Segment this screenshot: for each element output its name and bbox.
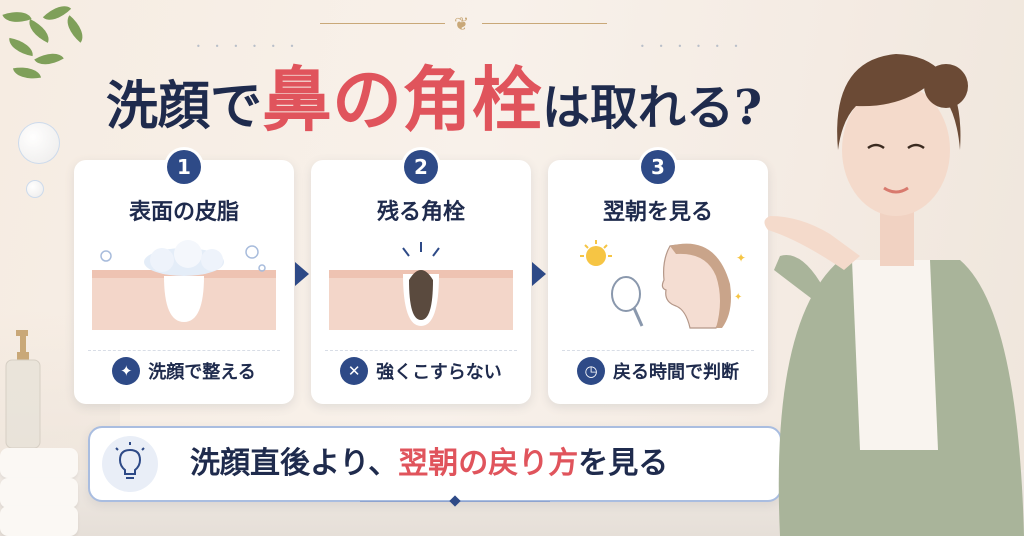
step-footer-text-3: 戻る時間で判断 — [613, 362, 739, 383]
step-footer-text-1: 洗顔で整える — [148, 362, 256, 383]
step-footer-3: ◷ 戻る時間で判断 — [562, 350, 754, 391]
clock-icon: ◷ — [577, 357, 605, 385]
arrow-icon — [295, 262, 309, 286]
svg-text:✦: ✦ — [736, 251, 746, 265]
svg-text:✦: ✦ — [734, 292, 742, 303]
summary-part1: 洗顔直後より、 — [190, 446, 399, 481]
sparkle-icon: ✦ — [112, 357, 141, 385]
step-number-3: 3 — [641, 150, 675, 184]
towel — [0, 506, 78, 536]
title-highlight: 鼻の角栓 — [262, 58, 543, 141]
towel — [0, 478, 78, 508]
morning-mirror-illustration: ✦ ✦ — [580, 240, 746, 329]
step-number-2: 2 — [404, 150, 438, 184]
step-card-3: 3 翌朝を見る ✦ ✦ ◷ 戻る時間で判断 — [548, 150, 768, 404]
pore-plug-illustration — [329, 242, 513, 330]
soap-bottle — [5, 330, 41, 449]
summary-text: 洗顔直後より、翌朝の戻り方を見る — [190, 436, 668, 492]
title-deco-line-left — [320, 23, 445, 24]
step-footer-1: ✦ 洗顔で整える — [88, 350, 280, 391]
title-dots-right: •••••• — [640, 42, 753, 51]
bubble-decoration — [26, 180, 44, 198]
skin-foam-illustration — [92, 240, 276, 330]
bubble-decoration — [18, 122, 60, 164]
step-title-3: 翌朝を見る — [602, 200, 713, 225]
arrow-icon — [532, 262, 546, 286]
title-part1: 洗顔で — [106, 76, 263, 137]
step-footer-text-2: 強くこすらない — [376, 362, 502, 383]
summary-part2: を見る — [578, 446, 669, 481]
woman-presenter-illustration — [764, 54, 1024, 536]
step-number-1: 1 — [167, 150, 201, 184]
step-card-1: 1 表面の皮脂 ✦ 洗顔で整える — [74, 150, 294, 404]
title-part3: は取れる? — [542, 80, 763, 136]
title-ornament: ❦ — [454, 14, 470, 35]
step-footer-2: ✕ 強くこすらない — [325, 350, 517, 391]
title-deco-line-right — [482, 23, 607, 24]
summary-banner: 洗顔直後より、翌朝の戻り方を見る — [88, 426, 782, 502]
page-title: 洗顔で鼻の角栓は取れる? — [106, 50, 762, 150]
summary-highlight: 翌朝の戻り方 — [398, 446, 579, 481]
step-title-2: 残る角栓 — [376, 200, 465, 225]
cross-icon: ✕ — [340, 357, 369, 385]
towel — [0, 448, 78, 478]
title-dots-left: •••••• — [196, 42, 309, 51]
step-title-1: 表面の皮脂 — [128, 200, 239, 225]
lightbulb-icon — [102, 436, 158, 492]
step-card-2: 2 残る角栓 ✕ 強くこすらない — [311, 150, 531, 404]
